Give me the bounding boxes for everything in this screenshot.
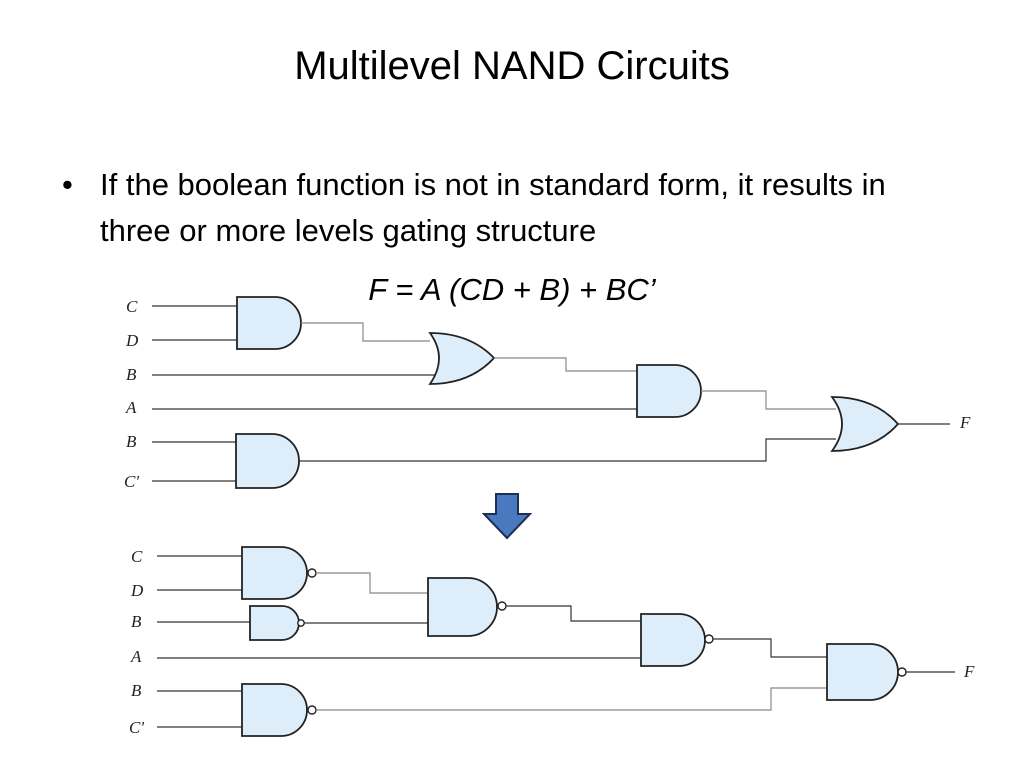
bottom-input-a-label: A xyxy=(130,647,142,666)
top-output-f-label: F xyxy=(959,413,971,432)
top-input-c-label: C xyxy=(126,297,138,316)
slide-title: Multilevel NAND Circuits xyxy=(294,44,730,88)
top-input-b2-label: B xyxy=(126,432,137,451)
inversion-bubble xyxy=(307,705,317,715)
down-arrow-icon xyxy=(481,493,533,540)
wire xyxy=(506,605,641,622)
bottom-input-c-label: C xyxy=(131,547,143,566)
inversion-bubble xyxy=(297,619,305,627)
wire xyxy=(316,572,428,594)
wire xyxy=(299,438,836,462)
inversion-bubble xyxy=(897,667,907,677)
and-gate xyxy=(636,364,702,418)
wire xyxy=(301,322,430,342)
wire xyxy=(494,357,637,372)
top-input-a-label: A xyxy=(125,398,137,417)
wire xyxy=(316,687,827,711)
nand-gate xyxy=(241,546,308,600)
inversion-bubble xyxy=(497,601,507,611)
inversion-bubble xyxy=(704,634,714,644)
wire xyxy=(713,638,827,658)
top-input-b-label: B xyxy=(126,365,137,384)
top-input-d-label: D xyxy=(125,331,139,350)
or-gate xyxy=(428,332,496,385)
and-gate xyxy=(235,433,300,489)
inverter-gate xyxy=(249,605,300,641)
wire xyxy=(701,390,836,410)
nand-gate xyxy=(640,613,706,667)
bottom-output-f-label: F xyxy=(963,662,975,681)
and-gate xyxy=(236,296,302,350)
bottom-circuit: C D B A B C' F xyxy=(129,546,975,737)
bullet-dot-icon: • xyxy=(62,167,73,202)
bottom-input-d-label: D xyxy=(130,581,144,600)
bottom-input-cprime-label: C' xyxy=(129,718,144,737)
top-circuit: C D B A B C' F xyxy=(124,296,971,491)
bottom-input-b-label: B xyxy=(131,612,142,631)
bottom-input-b2-label: B xyxy=(131,681,142,700)
nand-gate xyxy=(427,577,498,637)
nand-gate xyxy=(241,683,308,737)
nand-gate xyxy=(826,643,899,701)
inversion-bubble xyxy=(307,568,317,578)
boolean-formula: F = A (CD + B) + BC’ xyxy=(368,272,656,307)
or-gate xyxy=(830,396,900,452)
top-input-cprime-label: C' xyxy=(124,472,139,491)
bullet-text: If the boolean function is not in standa… xyxy=(100,167,886,248)
